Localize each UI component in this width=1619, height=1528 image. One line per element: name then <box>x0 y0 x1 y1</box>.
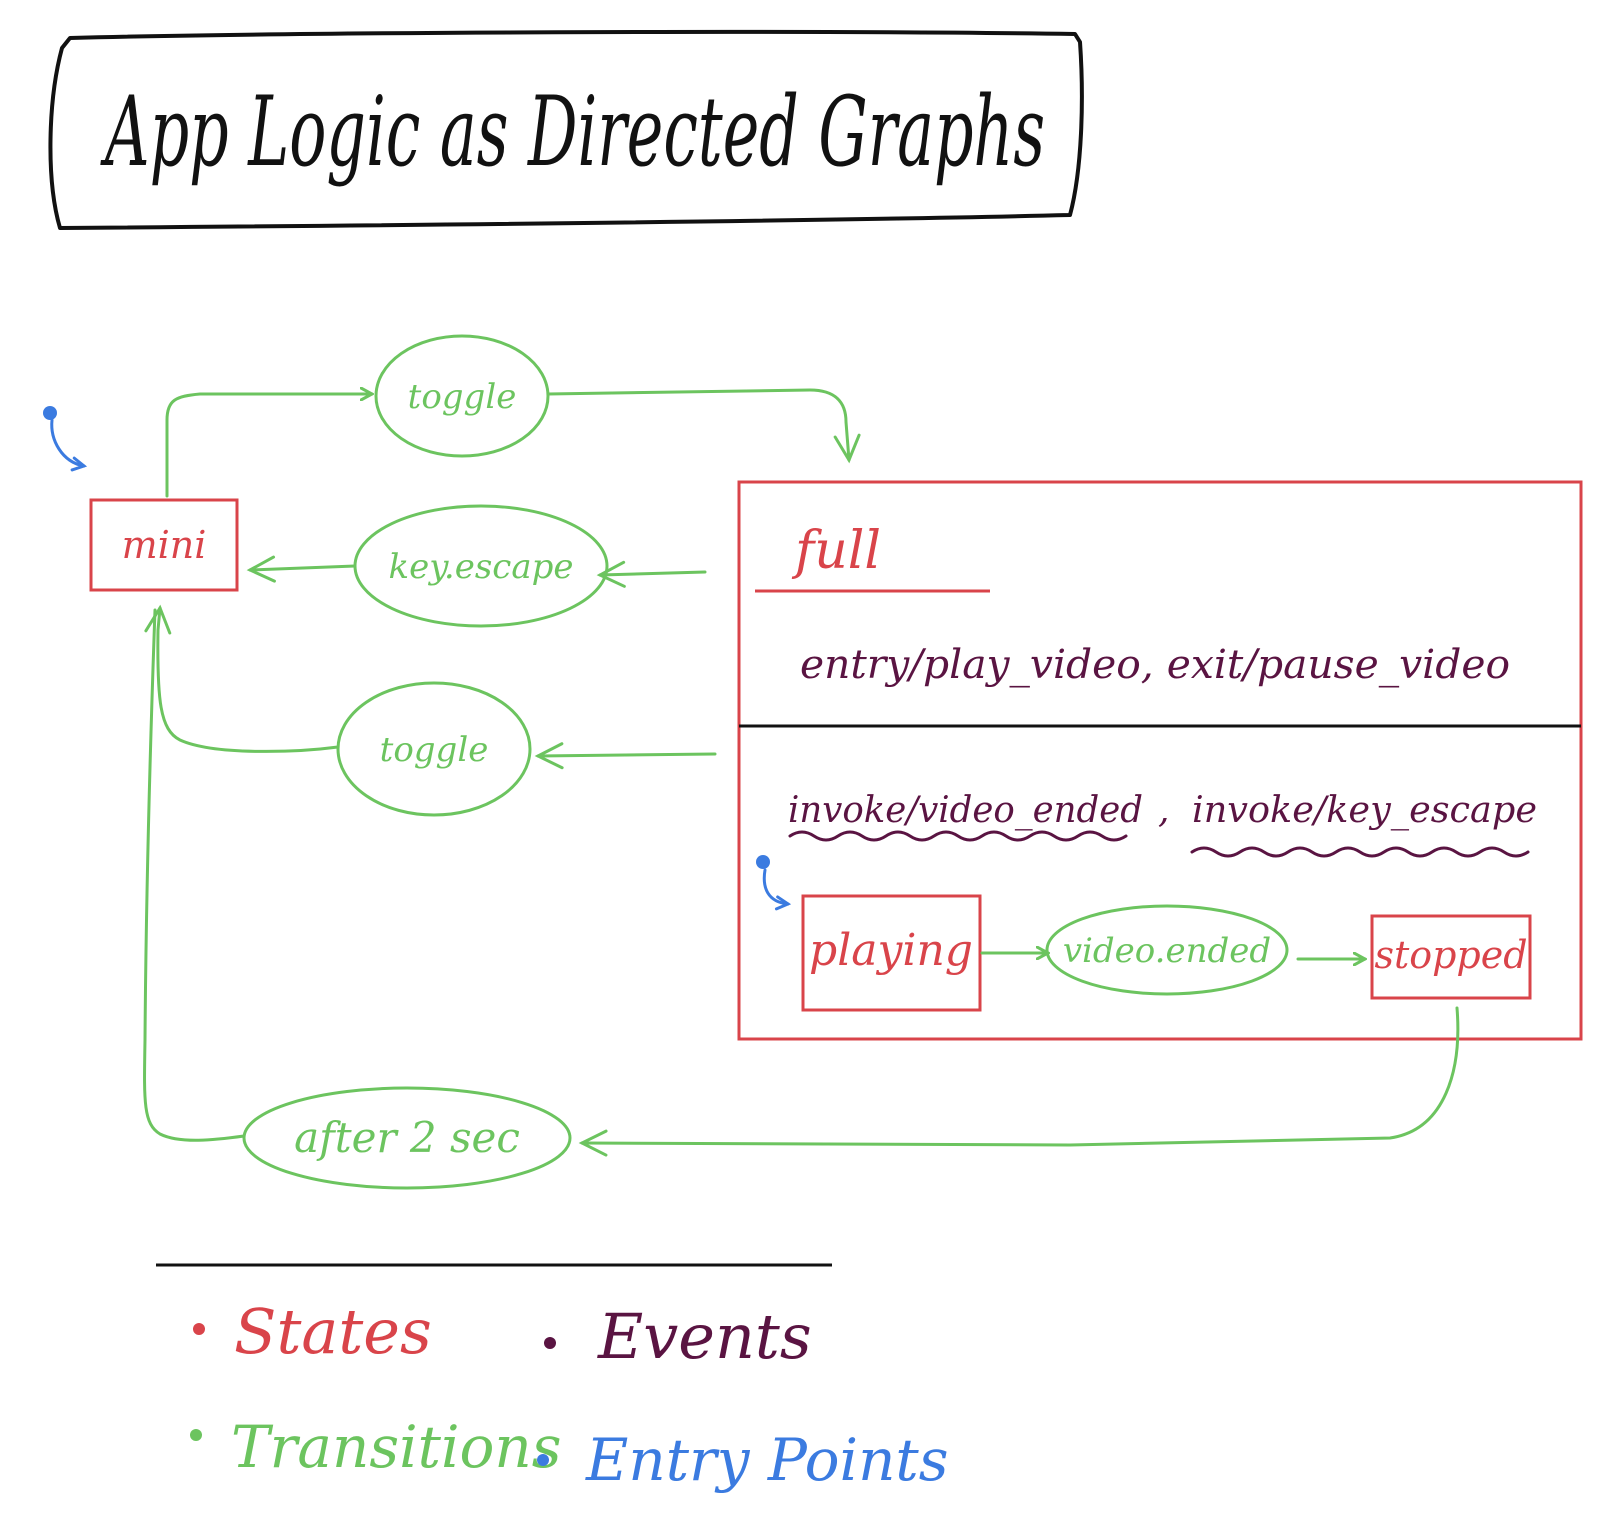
transition-key-escape: key.escape <box>246 504 707 628</box>
transition-toggle-bottom: toggle <box>144 604 717 817</box>
legend-states-label: States <box>234 1295 432 1368</box>
transition-toggle-top: toggle <box>165 334 861 498</box>
edge-toggle-to-full <box>546 388 861 464</box>
state-playing-label: playing <box>809 925 973 976</box>
transition-video-ended-ellipse <box>1045 904 1289 996</box>
state-mini: mini <box>89 498 239 592</box>
transition-toggle-bottom-label: toggle <box>380 730 489 770</box>
edge-full-to-toggle-bottom <box>534 742 717 770</box>
transition-key-escape-label: key.escape <box>389 547 574 587</box>
legend-transitions-label: Transitions <box>231 1413 562 1481</box>
state-full-box <box>737 480 1583 1041</box>
entry-point-mini <box>43 406 84 466</box>
state-full-actions: entry/play_video, exit/pause_video <box>800 642 1510 688</box>
edge-mini-to-toggle <box>165 394 372 498</box>
title-frame: App Logic as Directed Graphs <box>48 29 1084 230</box>
state-mini-box <box>89 498 239 592</box>
invoke-separator: , <box>1158 790 1169 831</box>
entry-point-dot <box>43 406 57 420</box>
invoke-key-escape: invoke/key_escape <box>1192 790 1537 831</box>
invoke-video-ended: invoke/video_ended <box>788 790 1143 831</box>
transition-video-ended-label: video.ended <box>1063 931 1271 971</box>
state-full: full entry/play_video, exit/pause_video … <box>737 480 1583 1041</box>
entry-point-arrow <box>50 418 84 466</box>
page-title: App Logic as Directed Graphs <box>100 76 1045 188</box>
transition-toggle-top-ellipse <box>374 334 550 458</box>
legend-events-dot <box>544 1337 556 1349</box>
transition-toggle-top-label: toggle <box>408 377 517 417</box>
entry-point-playing-arrow <box>762 868 788 904</box>
state-mini-label: mini <box>122 523 207 567</box>
edge-stopped-to-after <box>578 1006 1460 1157</box>
state-stopped-box <box>1370 914 1532 1000</box>
invoke-video-ended-underline <box>788 830 1128 842</box>
entry-point-playing-dot <box>756 855 770 869</box>
edge-after-to-mini <box>143 608 246 1142</box>
transition-after-2-sec-ellipse <box>242 1086 572 1190</box>
transition-after-2-sec: after 2 sec <box>143 608 1460 1190</box>
legend: States Events Transitions Entry Points <box>156 1263 949 1494</box>
legend-events-label: Events <box>597 1300 812 1373</box>
legend-entry-points-dot <box>537 1454 549 1466</box>
invoke-key-escape-underline <box>1190 846 1530 858</box>
legend-transitions-dot <box>190 1429 202 1441</box>
legend-states-dot <box>193 1323 205 1335</box>
edge-full-to-keyescape <box>596 560 707 588</box>
edge-toggle-bottom-to-mini <box>144 604 340 753</box>
edge-keyescape-to-mini <box>246 555 357 583</box>
state-full-label: full <box>791 521 881 581</box>
state-playing-box <box>801 894 982 1012</box>
transition-toggle-bottom-ellipse <box>336 681 532 817</box>
state-stopped-label: stopped <box>1374 933 1527 977</box>
transition-after-2-sec-label: after 2 sec <box>294 1113 520 1162</box>
legend-entry-points-label: Entry Points <box>585 1426 949 1494</box>
